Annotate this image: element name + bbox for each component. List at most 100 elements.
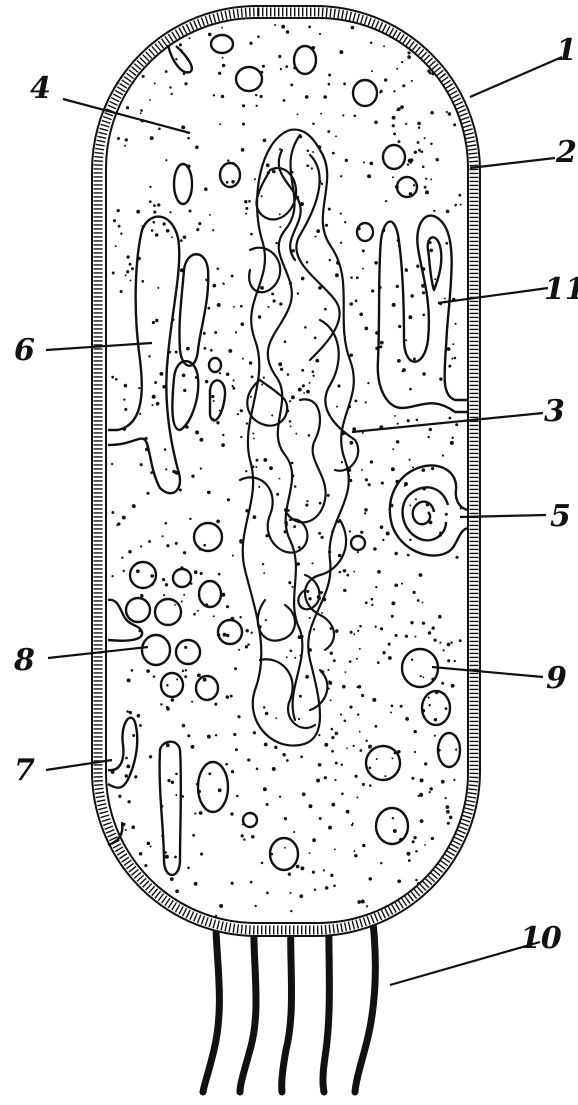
granule <box>374 261 378 265</box>
granule <box>350 353 353 356</box>
granule <box>231 882 234 885</box>
granule <box>184 646 187 649</box>
label-6: 6 <box>14 333 35 368</box>
granule <box>242 104 245 107</box>
granule <box>115 245 117 247</box>
granule <box>392 303 396 307</box>
granule <box>187 734 190 737</box>
granule <box>154 381 157 384</box>
granule <box>372 698 376 702</box>
granule <box>152 404 154 406</box>
granule <box>396 440 400 444</box>
granule <box>421 150 424 153</box>
granule <box>263 138 267 142</box>
granule <box>430 111 434 115</box>
granule <box>328 74 331 77</box>
granule <box>386 532 390 536</box>
granule <box>455 204 457 206</box>
granule <box>391 705 394 708</box>
granule <box>198 222 201 225</box>
granule <box>450 441 454 445</box>
granule <box>394 552 397 555</box>
granule <box>327 669 329 671</box>
granule <box>361 694 364 697</box>
granule <box>369 162 373 166</box>
granule <box>289 420 292 423</box>
granule <box>148 355 150 357</box>
granule <box>324 743 328 747</box>
granule <box>328 208 331 211</box>
granule <box>189 518 191 520</box>
granule <box>365 478 368 481</box>
granule <box>284 847 286 849</box>
granule <box>139 724 142 727</box>
granule <box>126 710 129 713</box>
granule <box>411 777 414 780</box>
granule <box>171 93 173 95</box>
granule <box>327 494 330 497</box>
granule <box>260 95 263 98</box>
granule <box>442 891 444 893</box>
leader-1 <box>470 57 562 97</box>
granule <box>341 763 343 765</box>
granule <box>280 68 282 70</box>
granule <box>350 631 353 634</box>
granule <box>185 669 187 671</box>
granule <box>300 866 304 870</box>
granule <box>382 539 384 541</box>
granule <box>398 140 401 143</box>
granule <box>309 804 313 808</box>
granule <box>253 515 257 519</box>
granule <box>392 817 394 819</box>
granule <box>413 836 416 839</box>
granule <box>452 343 454 345</box>
granule <box>274 24 276 26</box>
granule <box>221 95 224 98</box>
leader-10 <box>390 942 540 985</box>
granule <box>429 249 433 253</box>
granule <box>409 388 412 391</box>
granule <box>431 467 434 470</box>
granule <box>111 575 113 577</box>
granule <box>411 80 413 82</box>
granule <box>113 60 116 63</box>
granule <box>141 280 144 283</box>
granule <box>362 844 365 847</box>
granule <box>120 290 123 293</box>
granule <box>200 853 203 856</box>
granule <box>418 149 421 152</box>
granule <box>160 372 164 376</box>
granule <box>131 669 134 672</box>
granule <box>221 443 225 447</box>
granule <box>325 886 329 890</box>
granule <box>388 656 392 660</box>
granule <box>165 159 167 161</box>
granule <box>428 696 430 698</box>
granule <box>254 178 256 180</box>
granule <box>380 525 384 529</box>
granule <box>117 209 120 212</box>
granule <box>431 837 434 840</box>
granule <box>208 772 211 775</box>
granule <box>169 86 171 88</box>
granule <box>255 466 257 468</box>
granule <box>417 122 421 126</box>
granule <box>129 279 131 281</box>
granule <box>263 458 267 462</box>
granule <box>213 615 215 617</box>
granule <box>391 467 395 471</box>
granule <box>433 24 435 26</box>
granule <box>192 834 195 837</box>
granule <box>375 626 377 628</box>
granule <box>409 539 411 541</box>
granule <box>379 345 382 348</box>
granule <box>377 661 380 664</box>
granule <box>235 331 237 333</box>
granule <box>354 854 357 857</box>
granule <box>301 369 304 372</box>
granule <box>151 229 154 232</box>
granule <box>187 137 190 140</box>
granule <box>146 669 150 673</box>
granule <box>184 675 187 678</box>
granule <box>451 684 455 688</box>
